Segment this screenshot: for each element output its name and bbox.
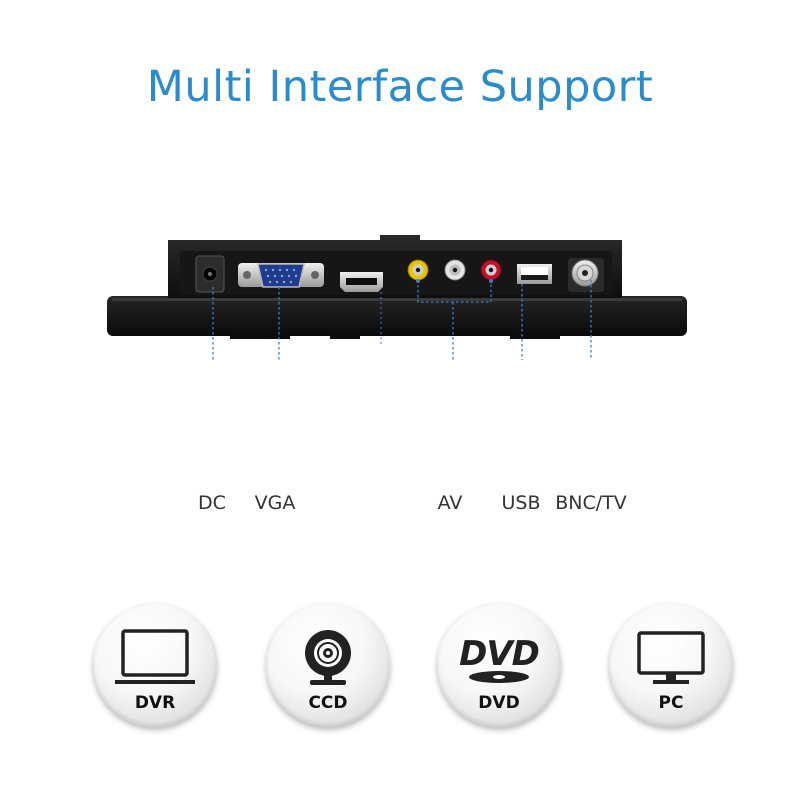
source-label-dvr: DVR	[134, 693, 176, 713]
source-dvd: DVD DVD	[437, 603, 561, 727]
monitor-icon	[637, 631, 705, 684]
bnc-port	[568, 258, 604, 292]
source-pc: PC	[609, 603, 733, 727]
port-label-vga: VGA	[254, 492, 296, 514]
laptop-icon	[115, 629, 195, 684]
av-white-jack	[444, 259, 466, 281]
webcam-icon	[305, 630, 351, 685]
port-label-usb: USB	[501, 492, 541, 514]
source-label-ccd: CCD	[308, 693, 348, 713]
port-label-bnc-tv: BNC/TV	[555, 492, 627, 514]
dc-port	[195, 255, 225, 293]
av-red-jack	[480, 259, 502, 281]
source-label-dvd: DVD	[478, 693, 520, 713]
panel-base	[107, 296, 687, 336]
monitor-rear-panel	[107, 235, 687, 360]
source-label-pc: PC	[658, 693, 684, 713]
connector-dots	[416, 279, 493, 283]
dvd-logo-text: DVD	[459, 634, 539, 674]
vga-port	[238, 263, 324, 288]
connector-lines	[212, 280, 592, 360]
port-label-dc: DC	[198, 492, 226, 514]
source-dvr: DVR	[93, 603, 217, 727]
usb-port	[517, 264, 552, 284]
av-yellow-jack	[407, 259, 429, 281]
dvd-logo-icon: DVD	[459, 634, 540, 683]
source-ccd: CCD	[266, 603, 390, 727]
port-label-av: AV	[437, 492, 463, 514]
hdmi-port	[340, 272, 383, 292]
page-title: Multi Interface Support	[146, 62, 654, 112]
